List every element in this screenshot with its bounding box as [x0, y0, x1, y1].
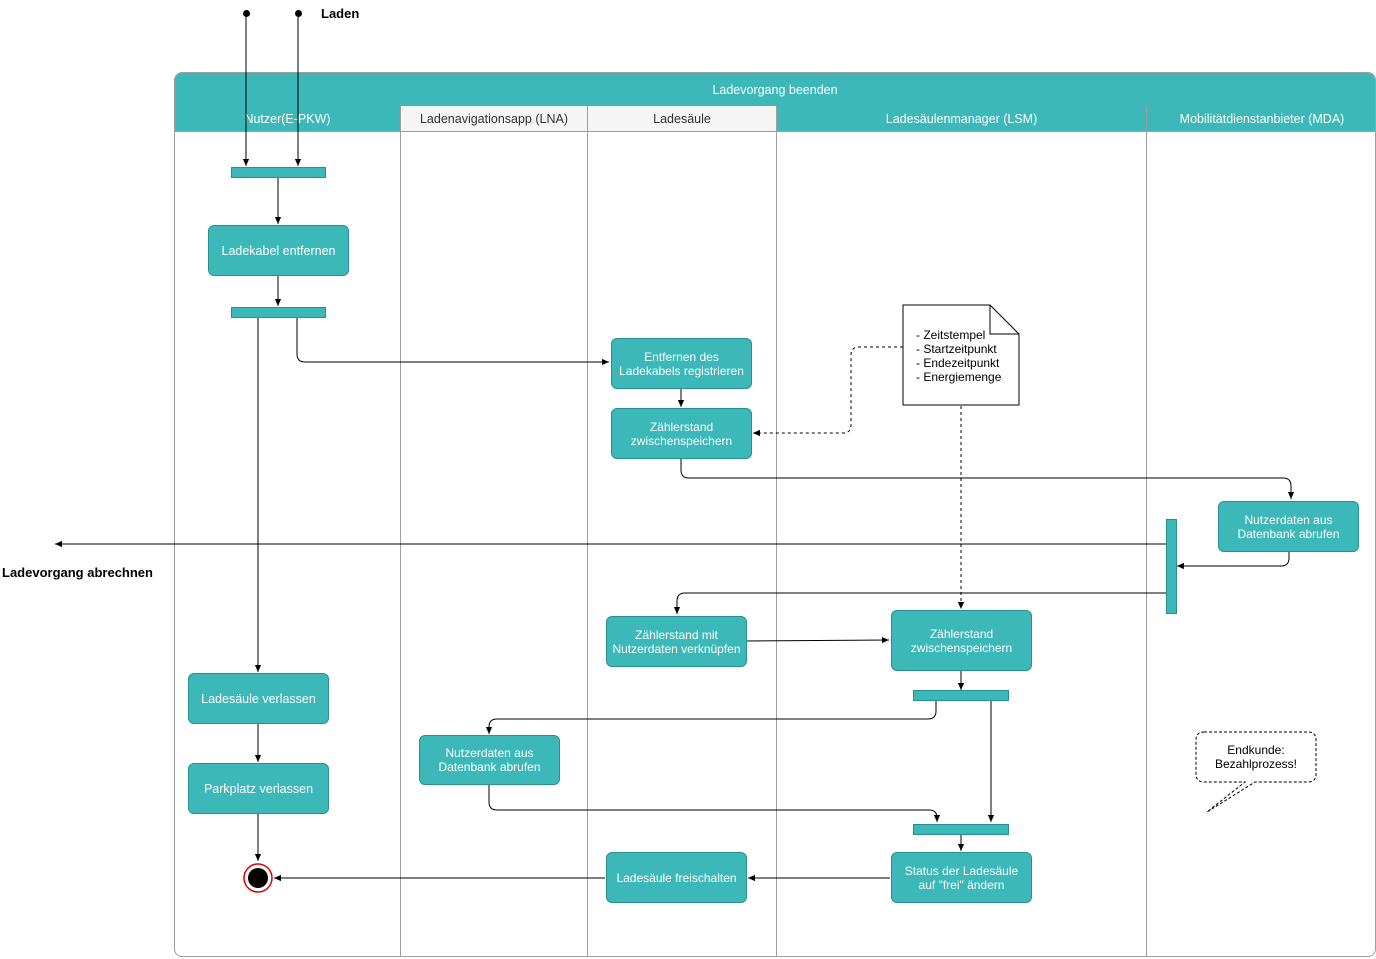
activity-zaehlerstand-zwischenspeichern-2[interactable]: Zählerstand zwischenspeichern	[891, 610, 1032, 671]
lane-header-lna: Ladenavigationsapp (LNA)	[401, 106, 587, 132]
activity-ladesaeule-verlassen[interactable]: Ladesäule verlassen	[188, 673, 329, 724]
lane-header-nutzer: Nutzer(E-PKW)	[175, 106, 400, 132]
join-bar-mda	[1166, 519, 1177, 614]
speech-bubble-text: Endkunde: Bezahlprozess!	[1214, 743, 1298, 771]
note-shape	[902, 304, 1020, 406]
activity-parkplatz-verlassen[interactable]: Parkplatz verlassen	[188, 763, 329, 814]
activity-nutzerdaten-abrufen-mda[interactable]: Nutzerdaten aus Datenbank abrufen	[1218, 501, 1359, 552]
activity-ladekabel-entfernen[interactable]: Ladekabel entfernen	[208, 225, 349, 276]
join-bar-4	[913, 824, 1009, 835]
start-label: Laden	[321, 6, 360, 21]
fork-bar-2	[231, 307, 326, 318]
start-dot-2	[295, 10, 302, 17]
pool-title: Ladevorgang beenden	[175, 73, 1375, 106]
lane-header-mda: Mobilitätdienstanbieter (MDA)	[1147, 106, 1375, 132]
lane-header-lsm: Ladesäulenmanager (LSM)	[777, 106, 1146, 132]
swimlane-pool: Ladevorgang beenden Nutzer(E-PKW) Ladena…	[174, 72, 1376, 957]
note-line-3: - Endezeitpunkt	[916, 356, 1000, 370]
note-line-2: - Startzeitpunkt	[916, 342, 997, 356]
activity-zaehlerstand-zwischenspeichern-1[interactable]: Zählerstand zwischenspeichern	[611, 408, 752, 459]
fork-bar-1	[231, 167, 326, 178]
activity-zaehlerstand-verknuepfen[interactable]: Zählerstand mit Nutzerdaten verknüpfen	[606, 616, 747, 667]
note-content: - Zeitstempel - Startzeitpunkt - Endezei…	[916, 328, 1001, 384]
activity-nutzerdaten-abrufen-lna[interactable]: Nutzerdaten aus Datenbank abrufen	[419, 735, 560, 785]
note-line-4: - Energiemenge	[916, 370, 1002, 384]
activity-status-aendern[interactable]: Status der Ladesäule auf "frei" ändern	[891, 852, 1032, 903]
fork-bar-3	[913, 690, 1009, 701]
activity-entfernen-registrieren[interactable]: Entfernen des Ladekabels registrieren	[611, 338, 752, 389]
speech-bubble-shape	[1195, 731, 1317, 813]
exit-label: Ladevorgang abrechnen	[2, 565, 153, 580]
end-node-icon	[243, 863, 273, 893]
lane-nutzer: Nutzer(E-PKW)	[175, 106, 401, 956]
lane-lna: Ladenavigationsapp (LNA)	[401, 106, 588, 956]
note-line-1: - Zeitstempel	[916, 328, 986, 342]
lane-ladesaeule: Ladesäule	[588, 106, 777, 956]
lane-mda: Mobilitätdienstanbieter (MDA)	[1147, 106, 1375, 956]
lane-header-ladesaeule: Ladesäule	[588, 106, 776, 132]
start-dot-1	[243, 10, 250, 17]
lane-lsm: Ladesäulenmanager (LSM)	[777, 106, 1147, 956]
activity-ladesaeule-freischalten[interactable]: Ladesäule freischalten	[606, 852, 747, 903]
